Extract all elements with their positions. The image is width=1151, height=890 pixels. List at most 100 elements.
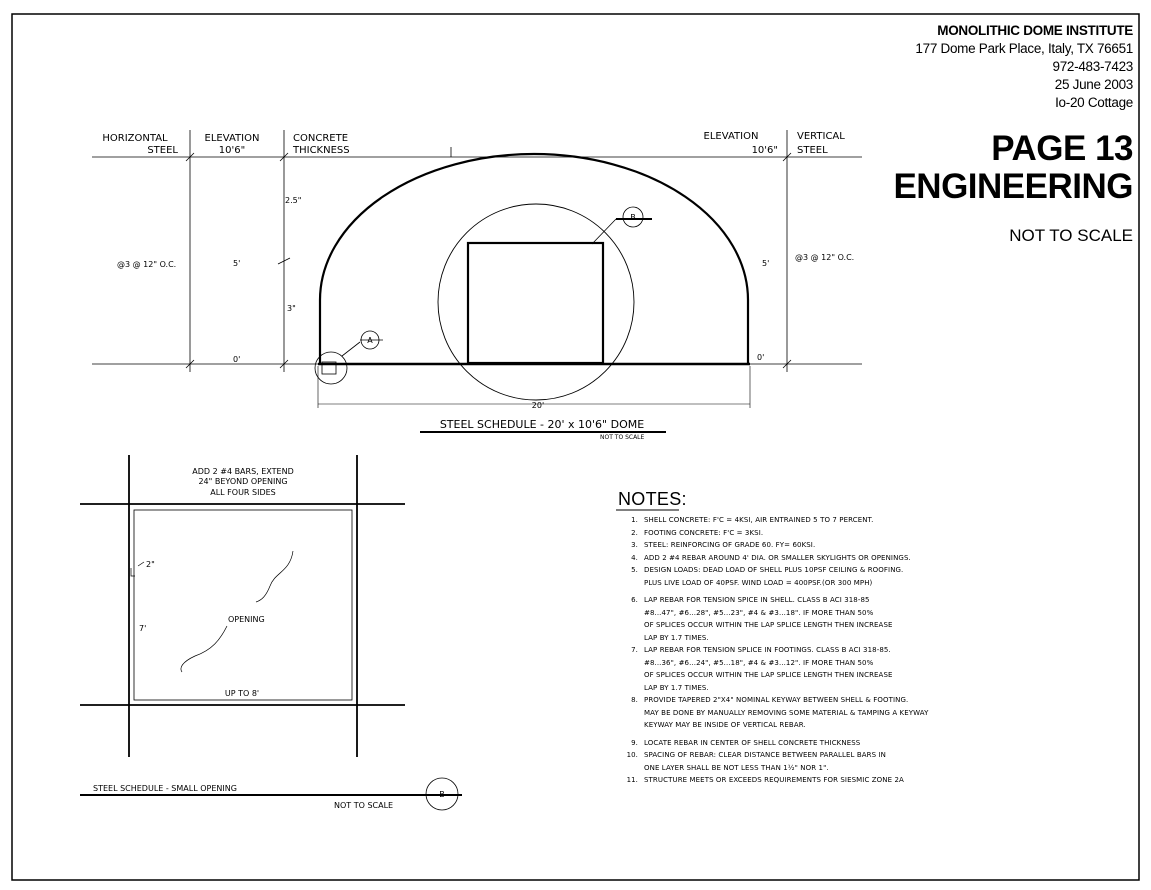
note-number: 3. <box>631 541 638 549</box>
note-line: ADD 2 #4 REBAR AROUND 4' DIA. OR SMALLER… <box>644 553 911 562</box>
sheet-border <box>11 13 1140 881</box>
door-opening <box>466 241 605 365</box>
page-number: PAGE 13 <box>991 129 1133 168</box>
cover-dim: 2" <box>146 560 155 569</box>
note-line: LAP BY 1.7 TIMES. <box>644 633 709 642</box>
thickness-bottom: 3" <box>287 304 296 313</box>
note-line: DESIGN LOADS: DEAD LOAD OF SHELL PLUS 10… <box>644 566 904 574</box>
label-concrete-thickness-1: CONCRETE <box>293 133 348 144</box>
note-item: 11. STRUCTURE MEETS OR EXCEEDS REQUIREMEN… <box>612 774 992 787</box>
label-vertical-steel-2: STEEL <box>797 145 828 156</box>
note-item: 9. LOCATE REBAR IN CENTER OF SHELL CONCRE… <box>612 737 992 750</box>
note-number: 4. <box>631 553 638 562</box>
note-item: 5. DESIGN LOADS: DEAD LOAD OF SHELL PLUS … <box>612 564 992 589</box>
phone-number: 972-483-7423 <box>1052 59 1134 74</box>
note-line: LOCATE REBAR IN CENTER OF SHELL CONCRETE… <box>644 738 861 747</box>
note-number: 5. <box>631 566 638 574</box>
label-elevation-left-1: ELEVATION <box>205 133 260 144</box>
opening-caption: STEEL SCHEDULE - SMALL OPENING <box>93 784 237 793</box>
note-line: #8...36", #6...24", #5...18", #4 & #3...… <box>644 658 874 667</box>
note-line: FOOTING CONCRETE: F'C = 3KSI. <box>644 528 764 537</box>
elevation-labels: HORIZONTAL STEEL ELEVATION 10'6" CONCRET… <box>102 131 854 441</box>
note-number: 8. <box>631 696 638 704</box>
note-line: OF SPLICES OCCUR WITHIN THE LAP SPLICE L… <box>644 621 893 629</box>
note-line: LAP BY 1.7 TIMES. <box>644 683 709 692</box>
opening-detail-b: B <box>439 790 445 799</box>
label-horizontal-steel-2: STEEL <box>147 145 178 156</box>
opening-circle <box>437 203 635 401</box>
elev-base-left: 0' <box>233 355 240 364</box>
small-opening-outline <box>133 509 353 701</box>
note-line: #8...47", #6...28", #5...23", #4 & #3...… <box>644 608 874 617</box>
note-line: LAP REBAR FOR TENSION SPICE IN SHELL. CL… <box>644 596 870 604</box>
organization-name: MONOLITHIC DOME INSTITUTE <box>937 23 1133 38</box>
note-number: 7. <box>631 646 638 654</box>
opening-caption-scale: NOT TO SCALE <box>334 801 393 810</box>
break-line-upper <box>255 550 294 603</box>
note-line: SHELL CONCRETE: F'C = 4KSI, AIR ENTRAINE… <box>644 516 874 524</box>
note-item: 8. PROVIDE TAPERED 2"X4" NOMINAL KEYWAY B… <box>612 694 992 732</box>
note-item: 4. ADD 2 #4 REBAR AROUND 4' DIA. OR SMALL… <box>612 552 992 565</box>
page-section: ENGINEERING <box>893 167 1133 206</box>
opening-note-3: ALL FOUR SIDES <box>210 488 276 497</box>
opening-note-2: 24" BEYOND OPENING <box>198 477 287 486</box>
note-line: MAY BE DONE BY MANUALLY REMOVING SOME MA… <box>644 708 929 717</box>
drawing-date: 25 June 2003 <box>1054 77 1134 92</box>
note-item: 3. STEEL: REINFORCING OF GRADE 60. FY= 60… <box>612 539 992 552</box>
height-dim: 7' <box>139 624 146 633</box>
note-line: PROVIDE TAPERED 2"X4" NOMINAL KEYWAY BET… <box>644 696 909 704</box>
opening-note-1: ADD 2 #4 BARS, EXTEND <box>192 467 293 476</box>
elev-mid-left: 5' <box>233 259 240 268</box>
notes-title: NOTES: <box>618 489 687 509</box>
note-item: 10. SPACING OF REBAR: CLEAR DISTANCE BETW… <box>612 749 992 774</box>
note-item: 7. LAP REBAR FOR TENSION SPLICE IN FOOTIN… <box>612 644 992 694</box>
width-dim: UP TO 8' <box>225 689 259 698</box>
label-vertical-steel-1: VERTICAL <box>797 131 845 142</box>
note-line: LAP REBAR FOR TENSION SPLICE IN FOOTINGS… <box>644 646 891 654</box>
project-name: Io-20 Cottage <box>1055 95 1133 110</box>
note-number: 11. <box>626 776 638 784</box>
notes-list: 1. SHELL CONCRETE: F'C = 4KSI, AIR ENTRAI… <box>612 514 992 787</box>
note-line: ONE LAYER SHALL BE NOT LESS THAN 1½" NOR… <box>644 763 829 772</box>
label-elevation-right-2: 10'6" <box>752 145 778 156</box>
address: 177 Dome Park Place, Italy, TX 76651 <box>915 41 1133 56</box>
opening-detail-labels: ADD 2 #4 BARS, EXTEND 24" BEYOND OPENING… <box>93 467 445 810</box>
elev-mid-right: 5' <box>762 259 769 268</box>
note-item: 6. LAP REBAR FOR TENSION SPICE IN SHELL. … <box>612 594 992 644</box>
label-elevation-right-1: ELEVATION <box>704 131 759 142</box>
note-line: KEYWAY MAY BE INSIDE OF VERTICAL REBAR. <box>644 721 806 729</box>
note-line: PLUS LIVE LOAD OF 40PSF. WIND LOAD = 400… <box>644 578 873 587</box>
elevation-schedule <box>92 130 862 433</box>
note-number: 1. <box>631 516 638 524</box>
note-line: SPACING OF REBAR: CLEAR DISTANCE BETWEEN… <box>644 751 887 759</box>
label-elevation-left-2: 10'6" <box>219 145 245 156</box>
note-number: 10. <box>626 751 638 759</box>
scale-note: NOT TO SCALE <box>1009 226 1133 245</box>
note-item: 2. FOOTING CONCRETE: F'C = 3KSI. <box>612 527 992 540</box>
note-line: STRUCTURE MEETS OR EXCEEDS REQUIREMENTS … <box>644 776 904 784</box>
thickness-top: 2.5" <box>285 196 301 205</box>
note-line: STEEL: REINFORCING OF GRADE 60. FY= 60KS… <box>644 541 816 549</box>
note-number: 6. <box>631 596 638 604</box>
note-number: 9. <box>631 738 638 747</box>
title-block: MONOLITHIC DOME INSTITUTE 177 Dome Park … <box>915 22 1133 112</box>
note-line: OF SPLICES OCCUR WITHIN THE LAP SPLICE L… <box>644 671 893 679</box>
opening-detail <box>80 455 462 811</box>
break-line-lower <box>180 625 228 673</box>
elevation-caption-scale: NOT TO SCALE <box>600 434 645 441</box>
span-dimension: 20' <box>532 401 544 410</box>
opening-label: OPENING <box>228 615 265 624</box>
vertical-steel-spec: @3 @ 12" O.C. <box>795 253 854 262</box>
page-heading: PAGE 13 ENGINEERING <box>893 130 1133 206</box>
label-concrete-thickness-2: THICKNESS <box>292 145 350 156</box>
horizontal-steel-spec: @3 @ 12" O.C. <box>117 260 176 269</box>
elevation-caption: STEEL SCHEDULE - 20' x 10'6" DOME <box>440 418 644 431</box>
label-horizontal-steel-1: HORIZONTAL <box>102 133 168 144</box>
detail-b-label: B <box>630 213 636 222</box>
note-item: 1. SHELL CONCRETE: F'C = 4KSI, AIR ENTRAI… <box>612 514 992 527</box>
note-number: 2. <box>631 528 638 537</box>
elev-base-right: 0' <box>757 353 764 362</box>
detail-a-label: A <box>367 336 373 345</box>
dome-outline <box>318 152 750 364</box>
